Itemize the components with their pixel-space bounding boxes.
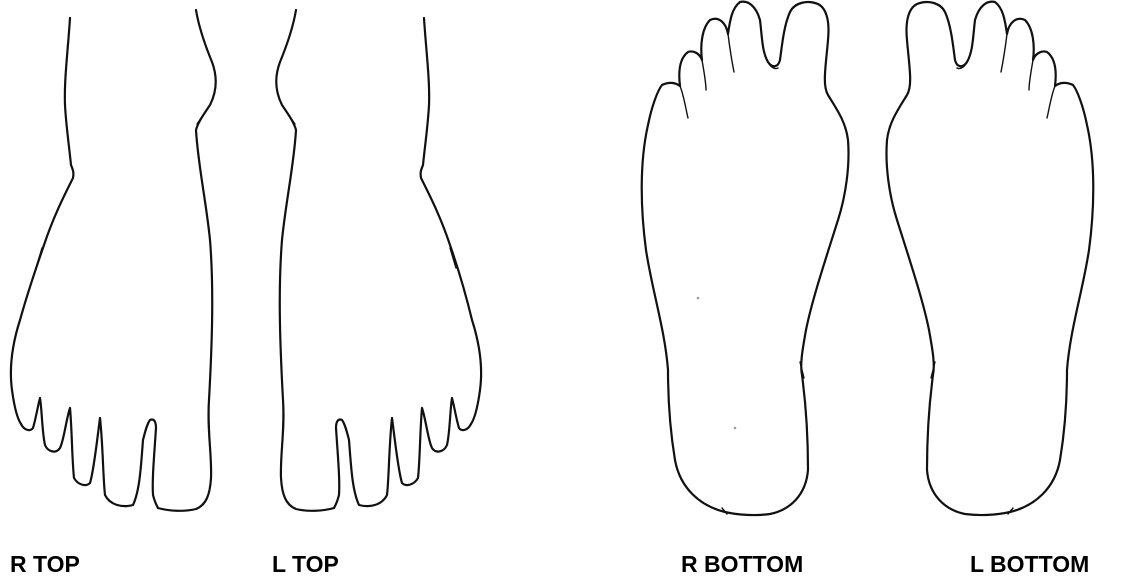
right-foot-top-medial-edge (158, 10, 216, 511)
right-foot-top-lateral-edge (11, 18, 74, 424)
left-foot-top-drawing (276, 10, 481, 511)
left-foot-bottom-outline (886, 2, 1093, 515)
right-foot-top-crease (36, 248, 42, 268)
left-foot-top-lateral-edge (421, 18, 482, 424)
right-foot-bottom-drawing (642, 2, 849, 515)
right-foot-top-drawing (11, 10, 216, 511)
left-foot-bottom-drawing (886, 2, 1093, 515)
left-foot-top-toe-lines (334, 398, 471, 508)
right-foot-top-crease-2 (197, 114, 204, 124)
right-foot-bottom-outline (642, 2, 849, 515)
left-foot-top-label: L TOP (272, 553, 339, 576)
left-foot-top-medial-edge (276, 10, 334, 511)
right-foot-bottom-label: R BOTTOM (681, 553, 803, 576)
left-foot-bottom-label: L BOTTOM (970, 553, 1089, 576)
left-foot-top-crease-2 (288, 114, 295, 124)
right-foot-top-toe-lines (21, 398, 158, 508)
right-foot-top-label: R TOP (10, 553, 80, 576)
